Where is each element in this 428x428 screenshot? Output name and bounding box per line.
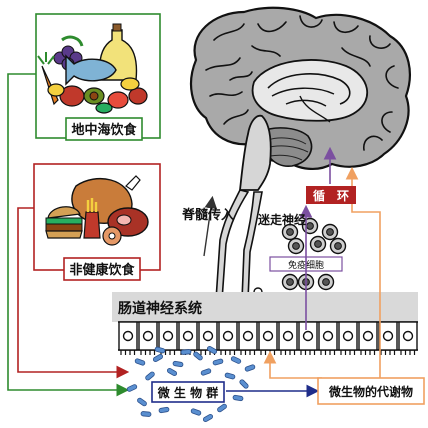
enterocyte-nucleus (242, 330, 254, 342)
microbe (244, 364, 256, 372)
microbe (166, 367, 178, 376)
enterocyte-nucleus (122, 330, 134, 342)
unhealthy-diet-panel: 非健康饮食 (33, 163, 161, 281)
circulation-box (306, 186, 356, 204)
mediterranean-diet-label: 地中海饮食 (71, 122, 137, 138)
immune-cell-nucleus (286, 228, 294, 236)
microbe (202, 413, 214, 422)
microbe (230, 356, 242, 364)
enterocyte-nucleus (142, 330, 154, 342)
microbe (137, 397, 147, 407)
microbe (126, 384, 138, 392)
enterocyte-nucleus (322, 330, 334, 342)
microbe (180, 349, 192, 355)
spinal-afferent-label: 脊髓传入 (181, 207, 234, 223)
enterocyte-nucleus (282, 330, 294, 342)
brain (189, 6, 411, 191)
microbe (217, 403, 227, 413)
microbe (224, 372, 236, 380)
microbiota-label-box (151, 381, 225, 403)
microbe (190, 408, 202, 416)
mediterranean-diet-panel: 地中海饮食 (35, 13, 161, 141)
unhealthy-food-icon (45, 175, 149, 246)
enterocyte-nucleus (262, 330, 274, 342)
microbial-metabolites-label: 微生物的代谢物 (328, 384, 413, 399)
enteric-nervous-system-band (112, 292, 418, 322)
microbiota-label: 微 生 物 群 (157, 385, 219, 400)
microbe (154, 346, 166, 354)
microbe (232, 394, 244, 402)
enterocyte-nucleus (202, 330, 214, 342)
microbe (239, 379, 249, 389)
orange-path-to-epithelium (263, 350, 322, 379)
immune-cell-nucleus (322, 278, 330, 286)
microbe (145, 371, 155, 381)
microbe (200, 368, 212, 376)
circulation-label: 循 环 (313, 188, 349, 203)
enteric-nervous-system-label: 肠道神经系统 (118, 300, 202, 317)
immune-cell-nucleus (286, 278, 294, 286)
enterocyte-nucleus (182, 330, 194, 342)
microbe (134, 358, 146, 366)
enterocyte-nucleus (342, 330, 354, 342)
microbial-metabolites-box (317, 377, 425, 405)
microbiota-cloud (126, 345, 256, 422)
immune-cell-nucleus (314, 240, 322, 248)
vagus-nerve-label: 迷走神经 (257, 212, 306, 227)
microbe (193, 351, 203, 361)
immune-cell-nucleus (292, 242, 300, 250)
microbe (212, 358, 224, 366)
green-path-arrow (7, 73, 130, 397)
gut-epithelium (118, 321, 418, 355)
mediterranean-food-icon (37, 23, 148, 114)
immune-cell-nucleus (334, 242, 342, 250)
immune-cells-cluster (281, 217, 347, 291)
enterocyte-nucleus (402, 330, 414, 342)
enterocyte-nucleus (162, 330, 174, 342)
microbe (206, 345, 218, 354)
red-path-arrow (17, 207, 130, 379)
microbe (172, 360, 184, 368)
unhealthy-diet-label: 非健康饮食 (69, 262, 135, 278)
enterocyte-nucleus (382, 330, 394, 342)
microbe (158, 406, 170, 414)
immune-cell-nucleus (326, 228, 334, 236)
immune-cell-nucleus (306, 222, 314, 230)
enterocyte-nucleus (302, 330, 314, 342)
microbe (140, 411, 152, 417)
enterocyte-nucleus (222, 330, 234, 342)
spinal-afferent-arrow (203, 195, 218, 257)
microbe (152, 353, 164, 362)
enterocyte-nucleus (362, 330, 374, 342)
